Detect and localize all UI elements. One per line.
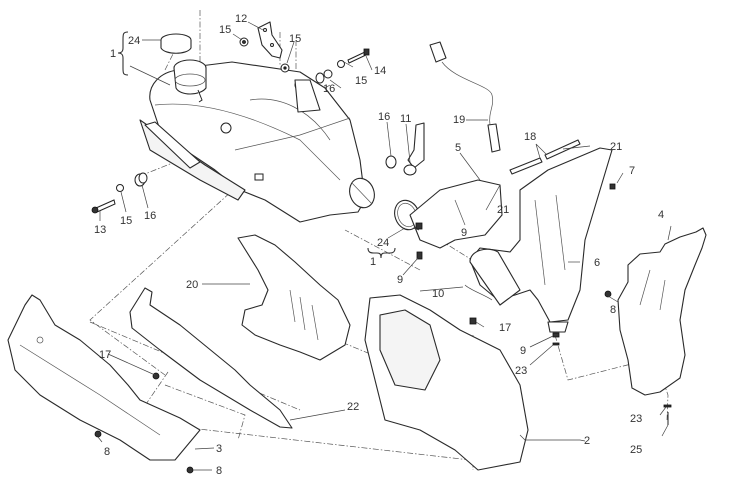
callout-9-b: 9 bbox=[397, 274, 403, 286]
callout-25: 25 bbox=[630, 444, 642, 456]
gaskets-18 bbox=[509, 139, 581, 175]
callout-11: 11 bbox=[400, 113, 411, 125]
hardware-left bbox=[91, 172, 148, 214]
airbox bbox=[139, 59, 375, 223]
callout-21-b: 21 bbox=[497, 204, 509, 216]
heat-shield-5 bbox=[409, 179, 503, 249]
callout-17-b: 17 bbox=[99, 349, 111, 361]
callout-9-a: 9 bbox=[461, 227, 467, 239]
callout-7: 7 bbox=[629, 165, 635, 177]
callout-9-c: 9 bbox=[520, 345, 526, 357]
callout-5: 5 bbox=[455, 142, 461, 154]
callout-18: 18 bbox=[524, 131, 536, 143]
oxygen-sensor-19 bbox=[429, 41, 501, 153]
callout-24-top: 24 bbox=[128, 35, 140, 47]
brace-group-1-top bbox=[117, 31, 129, 76]
callout-3: 3 bbox=[216, 443, 222, 455]
callout-19: 19 bbox=[453, 114, 465, 126]
callout-15-d: 15 bbox=[120, 215, 132, 227]
heat-guard-2 bbox=[364, 294, 529, 471]
brace-group-1-lower bbox=[367, 247, 396, 259]
callout-15-a: 15 bbox=[219, 24, 231, 36]
heat-shield-4 bbox=[617, 227, 707, 396]
callout-15-b: 15 bbox=[289, 33, 301, 45]
heat-guard-20 bbox=[237, 234, 351, 361]
lower-cover-3 bbox=[7, 294, 201, 461]
intake-ring-24-top bbox=[160, 33, 192, 54]
callout-16-a: 16 bbox=[323, 83, 335, 95]
callout-4: 4 bbox=[658, 209, 664, 221]
callout-labels: 1 24 12 15 15 14 15 16 16 11 19 18 21 5 … bbox=[94, 13, 664, 477]
callout-21-a: 21 bbox=[610, 141, 622, 153]
leader-lines bbox=[97, 21, 672, 471]
callout-10: 10 bbox=[432, 288, 444, 300]
group-braces bbox=[117, 31, 396, 259]
callout-12: 12 bbox=[235, 13, 247, 25]
callout-8-b: 8 bbox=[104, 446, 110, 458]
callout-23-a: 23 bbox=[515, 365, 527, 377]
hardware-lower bbox=[94, 183, 672, 474]
callout-13: 13 bbox=[94, 224, 106, 236]
callout-8-c: 8 bbox=[216, 465, 222, 477]
callout-22: 22 bbox=[347, 401, 359, 413]
callout-16-b: 16 bbox=[378, 111, 390, 123]
callout-15-c: 15 bbox=[355, 75, 367, 87]
callout-24-b: 24 bbox=[377, 237, 389, 249]
bracket-11 bbox=[385, 122, 425, 176]
callout-1-lower: 1 bbox=[370, 256, 376, 268]
callout-17-a: 17 bbox=[499, 322, 511, 334]
callout-20: 20 bbox=[186, 279, 198, 291]
callout-1-top: 1 bbox=[110, 48, 116, 60]
bracket-12 bbox=[257, 21, 283, 59]
callout-2: 2 bbox=[584, 435, 590, 447]
callout-6: 6 bbox=[594, 257, 600, 269]
callout-8-a: 8 bbox=[610, 304, 616, 316]
heat-guard-22 bbox=[129, 287, 293, 429]
callout-16-c: 16 bbox=[144, 210, 156, 222]
callout-23-b: 23 bbox=[630, 413, 642, 425]
callout-14: 14 bbox=[374, 65, 386, 77]
exhaust-header-6 bbox=[469, 147, 613, 333]
